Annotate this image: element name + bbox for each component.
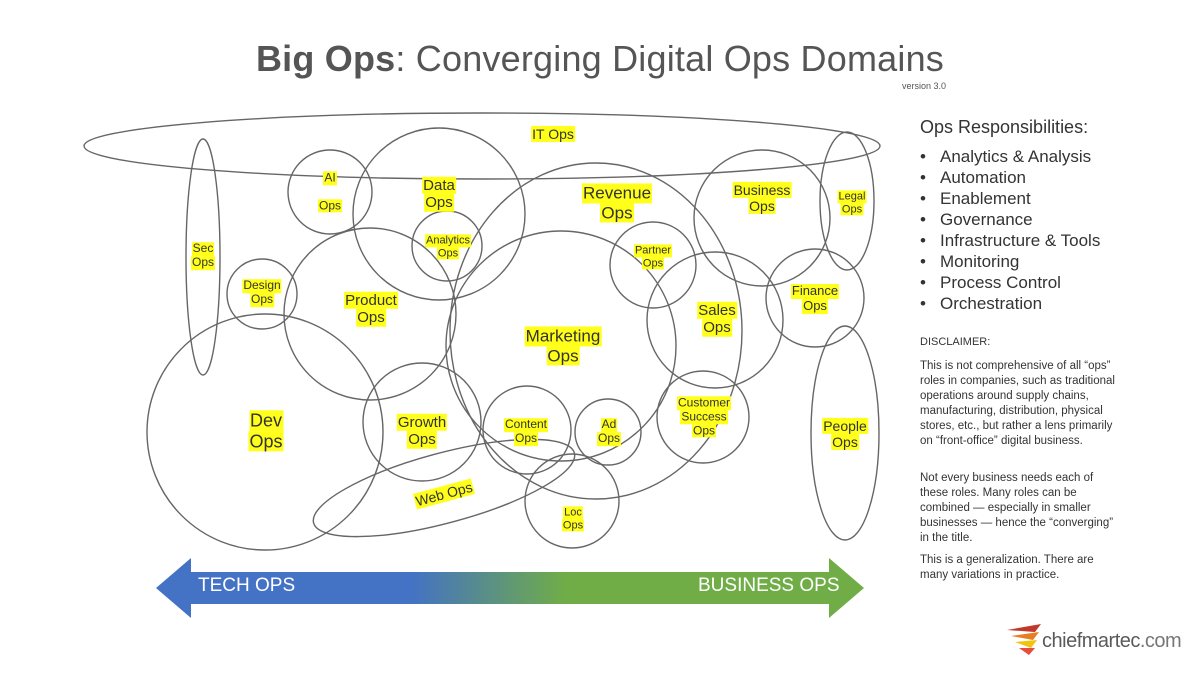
design-ops-circle [226,258,298,330]
marketing-ops-circle [445,230,677,462]
sec-ops-ellipse [185,138,221,376]
chiefmartec-logo-text: chiefmartec.com [1042,630,1182,652]
title-rest: : Converging Digital Ops Domains [395,38,945,79]
tech-ops-label: TECH OPS [198,575,296,596]
responsibilities-heading: Ops Responsibilities: [920,117,1089,137]
sales-ops-circle [646,251,784,389]
responsibility-item: Enablement [920,188,1100,209]
ad-ops-circle [574,398,642,466]
business-ops-circle [693,149,831,287]
data-ops-circle [352,127,526,301]
responsibility-item: Process Control [920,272,1100,293]
responsibility-item: Monitoring [920,251,1100,272]
responsibility-item: Orchestration [920,293,1100,314]
dev-ops-circle [146,313,384,551]
web-ops-ellipse [312,438,576,538]
legal-ops-ellipse [819,131,875,271]
disclaimer-heading: DISCLAIMER: [920,336,991,348]
version-label: version 3.0 [902,81,947,91]
page-title: Big Ops: Converging Digital Ops Domains [0,38,1200,80]
revenue-ops-ellipse [449,162,743,500]
it-ops-ellipse [83,112,881,180]
disclaimer-paragraph-1: This is not comprehensive of all “ops” r… [920,360,1115,447]
customer-success-ops-circle [656,370,750,464]
responsibility-item: Infrastructure & Tools [920,230,1100,251]
disclaimer-paragraph-2: Not every business needs each of these r… [920,472,1114,544]
product-ops-circle [283,227,457,401]
finance-ops-circle [765,248,865,348]
people-ops-ellipse [810,325,880,541]
title-bold: Big Ops [255,38,396,79]
tech-business-arrow [156,558,864,618]
disclaimer-paragraph-3: This is a generalization. There are many… [920,554,1094,581]
partner-ops-circle [609,221,697,309]
business-ops-arrow-label: BUSINESS OPS [698,575,840,596]
responsibility-item: Governance [920,209,1100,230]
chiefmartec-logo-icon [1007,624,1041,655]
growth-ops-circle [362,362,482,482]
content-ops-circle [482,385,572,475]
it-ops-label: IT Ops [531,125,575,143]
responsibilities-list: Analytics & Analysis Automation Enableme… [920,146,1100,314]
loc-ops-circle [524,453,620,549]
responsibility-item: Analytics & Analysis [920,146,1100,167]
responsibility-item: Automation [920,167,1100,188]
ai-ops-circle [287,149,373,235]
